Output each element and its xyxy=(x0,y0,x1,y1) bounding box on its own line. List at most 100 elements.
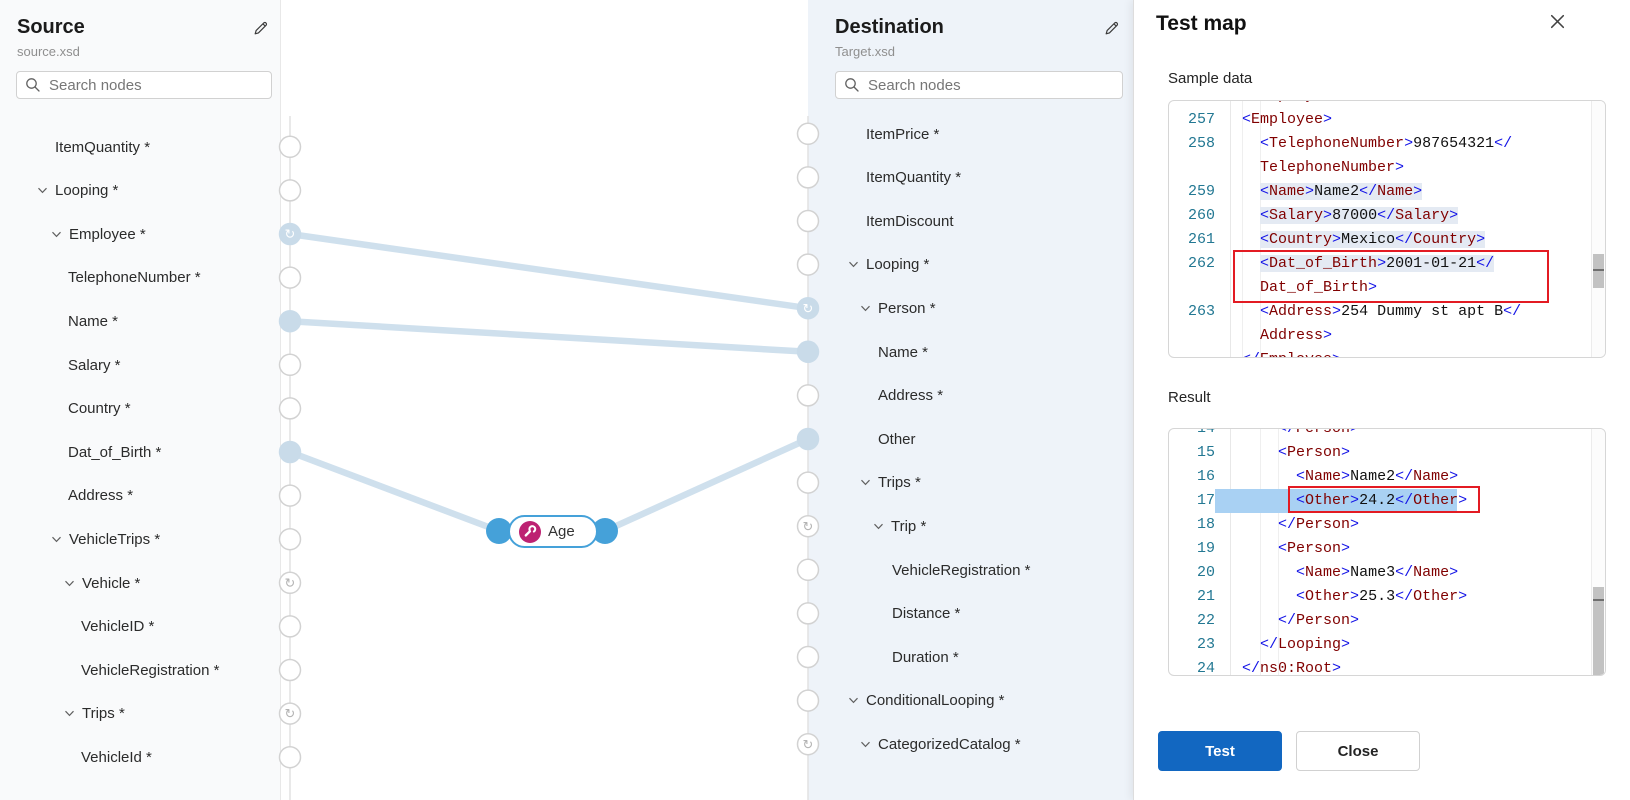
loop-icon: ↻ xyxy=(285,576,296,591)
source-tree-node[interactable]: Trips * xyxy=(64,692,125,736)
destination-tree-node[interactable]: Name * xyxy=(878,330,928,374)
source-tree-node[interactable]: Looping * xyxy=(37,169,118,213)
scrollbar-thumb[interactable] xyxy=(1593,587,1604,675)
code-line: 18 </Person> xyxy=(1169,513,1591,537)
connection-port[interactable] xyxy=(278,658,302,682)
connection-port[interactable] xyxy=(278,571,302,595)
destination-tree-node[interactable]: Address * xyxy=(878,374,943,418)
destination-tree-node[interactable]: Person * xyxy=(860,286,936,330)
gutter-separator xyxy=(1230,429,1231,675)
source-tree-node[interactable]: ItemQuantity * xyxy=(55,125,150,169)
code-line: 15 <Person> xyxy=(1169,441,1591,465)
source-tree-node[interactable]: VehicleID * xyxy=(81,605,154,649)
source-tree-node[interactable]: Vehicle * xyxy=(64,561,140,605)
connection-port[interactable] xyxy=(278,222,302,246)
connection-line[interactable] xyxy=(289,317,809,356)
source-panel-title: Source xyxy=(17,16,85,38)
tree-node-label: VehicleID * xyxy=(81,618,155,636)
line-number: 263 xyxy=(1187,303,1215,320)
connection-port[interactable] xyxy=(278,179,302,202)
source-tree-node[interactable]: Name * xyxy=(68,299,118,343)
line-number: 19 xyxy=(1196,540,1215,557)
line-number: 21 xyxy=(1196,588,1215,605)
connection-port[interactable] xyxy=(278,309,302,333)
code-line: 20 <Name>Name3</Name> xyxy=(1169,561,1591,585)
source-tree-node[interactable]: VehicleId * xyxy=(81,735,152,779)
destination-tree-node[interactable]: ConditionalLooping * xyxy=(848,679,1004,723)
chevron-down-icon xyxy=(873,523,884,530)
connection-port[interactable] xyxy=(278,745,302,769)
connection-port[interactable] xyxy=(278,353,302,377)
tree-node-label: VehicleTrips * xyxy=(69,530,161,548)
connection-line[interactable] xyxy=(288,448,501,535)
sample-data-editor[interactable]: </Employee>257<Employee>258 <TelephoneNu… xyxy=(1168,100,1606,358)
test-map-panel: Test map Sample data </Employee>257<Empl… xyxy=(1133,0,1630,800)
connection-port[interactable] xyxy=(278,702,302,725)
close-panel-button[interactable] xyxy=(1546,12,1568,34)
source-tree-node[interactable]: VehicleTrips * xyxy=(51,517,160,561)
connection-port[interactable] xyxy=(278,527,302,551)
connection-line[interactable] xyxy=(289,230,809,312)
line-number: 14 xyxy=(1196,428,1215,437)
connection-port[interactable] xyxy=(278,135,302,159)
chevron-down-icon xyxy=(848,261,859,268)
tree-node-label: Trips * xyxy=(878,474,921,492)
line-number xyxy=(1169,324,1230,348)
connection-port[interactable] xyxy=(278,484,302,507)
result-label: Result xyxy=(1168,389,1211,406)
destination-tree-node[interactable]: Trips * xyxy=(860,461,921,505)
source-file-name: source.xsd xyxy=(17,44,80,59)
connection-port[interactable] xyxy=(278,440,302,464)
destination-tree-node[interactable]: Distance * xyxy=(892,592,960,636)
tree-node-label: Name * xyxy=(878,343,929,361)
tree-node-label: Address * xyxy=(68,487,134,505)
line-number: 15 xyxy=(1196,444,1215,461)
destination-edit-button[interactable] xyxy=(1101,18,1123,40)
line-number: 262 xyxy=(1187,255,1215,272)
scrollbar-thumb[interactable] xyxy=(1593,254,1604,288)
tree-node-label: Trips * xyxy=(82,705,125,723)
result-editor[interactable]: 14 </Person>15 <Person>16 <Name>Name2</N… xyxy=(1168,428,1606,676)
destination-tree-node[interactable]: ItemPrice * xyxy=(866,112,939,156)
function-node-age[interactable]: Age xyxy=(508,515,598,548)
code-line: 24</ns0:Root> xyxy=(1169,657,1591,675)
source-tree-node[interactable]: VehicleRegistration * xyxy=(81,648,219,692)
destination-tree-node[interactable]: Duration * xyxy=(892,635,959,679)
line-number xyxy=(1169,348,1230,357)
destination-tree-node[interactable]: ItemDiscount xyxy=(866,199,954,243)
connection-port[interactable] xyxy=(278,615,302,638)
source-tree-node[interactable]: Dat_of_Birth * xyxy=(68,430,161,474)
destination-search-input[interactable] xyxy=(868,76,1114,94)
destination-tree-node[interactable]: Trip * xyxy=(873,504,926,548)
destination-tree-node[interactable]: ItemQuantity * xyxy=(866,156,961,200)
code-line: 14 </Person> xyxy=(1169,428,1591,441)
source-tree-node[interactable]: Address * xyxy=(68,474,133,518)
chevron-down-icon xyxy=(848,697,859,704)
destination-tree-node[interactable]: CategorizedCatalog * xyxy=(860,722,1021,766)
tree-node-label: Duration * xyxy=(892,648,959,666)
source-search-input[interactable] xyxy=(49,76,263,94)
sample-data-label: Sample data xyxy=(1168,70,1253,87)
scrollbar-track[interactable] xyxy=(1591,101,1605,357)
destination-tree-node[interactable]: Looping * xyxy=(848,243,929,287)
tree-node-label: Country * xyxy=(68,400,131,418)
pencil-icon xyxy=(1103,19,1121,40)
destination-tree-node[interactable]: VehicleRegistration * xyxy=(892,548,1030,592)
line-number: 17 xyxy=(1196,492,1215,509)
source-edit-button[interactable] xyxy=(250,18,272,40)
connection-port[interactable] xyxy=(278,397,302,420)
source-tree-node[interactable]: Country * xyxy=(68,387,131,431)
source-tree-node[interactable]: Employee * xyxy=(51,212,146,256)
close-button[interactable]: Close xyxy=(1296,731,1420,771)
indent-guide xyxy=(1260,101,1261,357)
code-line: 258 <TelephoneNumber>987654321</ xyxy=(1169,132,1591,156)
test-button[interactable]: Test xyxy=(1158,731,1282,771)
close-icon xyxy=(1548,12,1567,34)
connection-line[interactable] xyxy=(603,436,810,534)
line-number xyxy=(1169,156,1230,180)
source-tree-node[interactable]: TelephoneNumber * xyxy=(68,256,201,300)
source-tree-node[interactable]: Salary * xyxy=(68,343,121,387)
scrollbar-track[interactable] xyxy=(1591,429,1605,675)
destination-tree-node[interactable]: Other xyxy=(878,417,916,461)
connection-port[interactable] xyxy=(278,266,302,289)
